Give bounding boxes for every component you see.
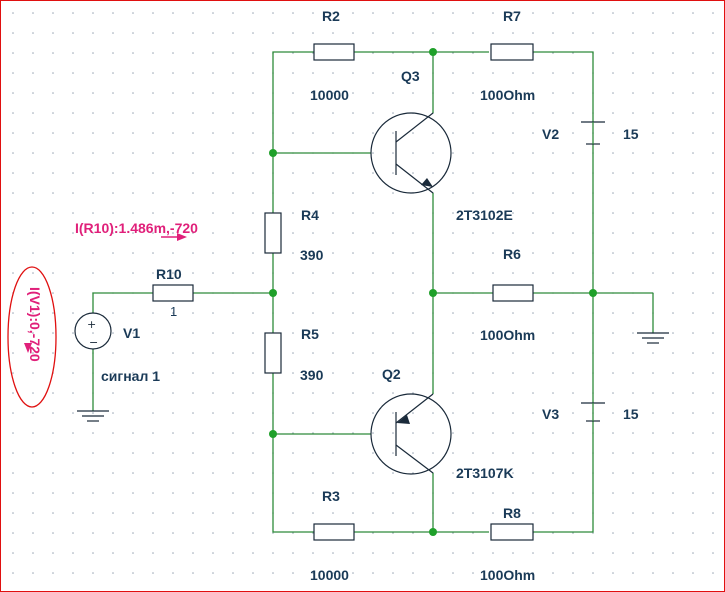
battery-v2-value: 15 xyxy=(623,126,639,142)
resistor-r2[interactable]: R2 10000 xyxy=(310,8,355,103)
resistor-r7[interactable]: R7 100Ohm xyxy=(480,8,535,103)
resistor-r6[interactable]: R6 100Ohm xyxy=(480,246,535,343)
transistor-q3-label: Q3 xyxy=(401,68,420,84)
pnp-transistor-icon xyxy=(370,393,452,475)
probe-r10-current-text: I(R10):1.486m,-720 xyxy=(75,220,198,236)
resistor-r7-label: R7 xyxy=(503,8,521,24)
resistor-r6-value: 100Ohm xyxy=(480,327,535,343)
battery-v2-label: V2 xyxy=(542,126,559,142)
voltage-source-v1[interactable]: + − V1 сигнал 1 xyxy=(74,312,160,384)
voltage-source-icon: + − xyxy=(74,312,112,350)
transistor-q3[interactable]: Q3 2T3102E xyxy=(370,68,513,223)
resistor-r3[interactable]: R3 10000 xyxy=(310,488,355,583)
resistor-r4-label: R4 xyxy=(301,207,319,223)
resistor-r2-value: 10000 xyxy=(310,87,349,103)
resistor-r5-label: R5 xyxy=(301,326,319,342)
battery-icon xyxy=(581,402,605,422)
probe-r10-current[interactable]: I(R10):1.486m,-720 xyxy=(75,220,198,241)
battery-v3[interactable]: V3 15 xyxy=(542,402,639,422)
resistor-r4-value: 390 xyxy=(300,247,324,263)
resistor-r5-value: 390 xyxy=(300,367,324,383)
battery-icon xyxy=(581,121,605,145)
resistor-r6-label: R6 xyxy=(503,246,521,262)
junction-nodes xyxy=(269,48,597,536)
ground-icon xyxy=(637,332,669,344)
voltage-source-v1-label: V1 xyxy=(123,325,140,341)
resistor-r10-value: 1 xyxy=(170,304,177,319)
battery-v3-value: 15 xyxy=(623,406,639,422)
probe-v1-current-text: I(V1):0,-720 xyxy=(27,287,43,362)
resistor-r8-label: R8 xyxy=(503,505,521,521)
resistor-r8[interactable]: R8 100Ohm xyxy=(480,505,535,583)
resistor-r2-label: R2 xyxy=(322,8,340,24)
probe-v1-current[interactable]: I(V1):0,-720 xyxy=(7,266,57,408)
resistor-r10-label: R10 xyxy=(156,266,182,282)
resistor-r4[interactable]: R4 390 xyxy=(264,207,324,263)
resistor-r7-value: 100Ohm xyxy=(480,87,535,103)
battery-v3-label: V3 xyxy=(542,406,559,422)
voltage-source-v1-signal: сигнал 1 xyxy=(101,368,160,384)
svg-text:−: − xyxy=(89,336,98,349)
transistor-q2-label: Q2 xyxy=(382,366,401,382)
pnp-transistor-icon xyxy=(370,112,452,194)
ground-icon xyxy=(77,410,109,422)
transistor-q3-model: 2T3102E xyxy=(456,207,513,223)
resistor-r10[interactable]: R10 1 xyxy=(152,266,194,319)
resistor-r3-value: 10000 xyxy=(310,567,349,583)
resistor-r3-label: R3 xyxy=(322,488,340,504)
resistor-r8-value: 100Ohm xyxy=(480,567,535,583)
svg-text:+: + xyxy=(87,318,96,331)
transistor-q2-model: 2T3107K xyxy=(456,465,514,481)
battery-v2[interactable]: V2 15 xyxy=(542,121,639,145)
transistor-q2[interactable]: Q2 2T3107K xyxy=(370,366,514,481)
highlight-circle xyxy=(7,266,57,408)
resistor-r5[interactable]: R5 390 xyxy=(264,326,324,383)
